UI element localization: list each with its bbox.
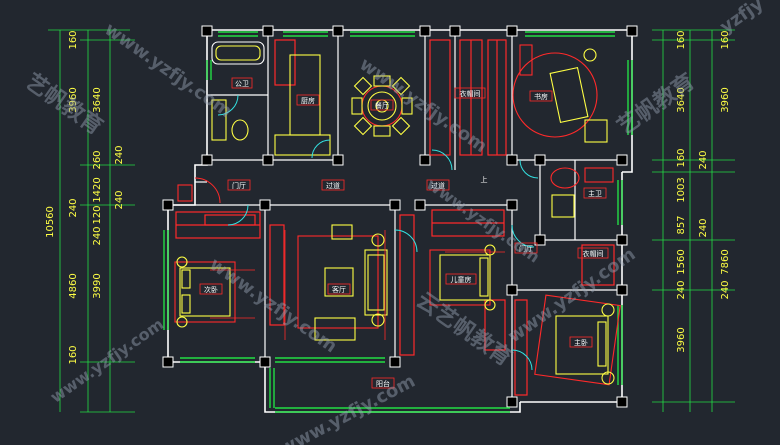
- dim-right-inner-8: 3960: [676, 327, 687, 352]
- dim-left-inner-4: 120: [92, 205, 103, 224]
- dim-right-inner-2: 3640: [676, 87, 687, 112]
- right-dimensions: 160 3640 160 1003 857 1560 240 3960 240 …: [676, 30, 731, 352]
- dim-left-inner-6: 3990: [92, 273, 103, 298]
- dim-right-inner-4: 1003: [676, 177, 687, 202]
- up-mark: 上: [481, 175, 488, 184]
- dim-left-inner-b-2: 240: [114, 190, 125, 209]
- dim-left-inner-3: 1420: [92, 177, 103, 202]
- room-label-yimaojian-right: 衣帽间: [583, 249, 604, 258]
- windows: [163, 31, 633, 413]
- room-label-yangtai: 阳台: [376, 379, 390, 388]
- dim-right-inner-6: 1560: [676, 249, 687, 274]
- dimension-lines: [48, 29, 735, 413]
- room-label-zhuwei: 主卫: [588, 189, 602, 198]
- watermark-url-1: www.yzfjy.com: [100, 19, 235, 123]
- room-label-guodao-left: 过道: [326, 181, 340, 190]
- dim-right-inner-3: 160: [676, 148, 687, 167]
- watermark-url-7: www.yzfjy.com: [423, 174, 543, 266]
- dim-left-inner-2: 260: [92, 150, 103, 169]
- room-label-chufang: 厨房: [301, 96, 315, 105]
- guide-lines: [210, 230, 505, 340]
- room-label-menting: 门厅: [232, 181, 246, 190]
- dim-left-total: 10560: [45, 206, 56, 238]
- room-label-guodao-right: 过道: [431, 181, 445, 190]
- dim-left-2: 3960: [68, 87, 79, 112]
- room-label-shufang: 书房: [534, 92, 548, 101]
- room-label-canting: 餐厅: [375, 101, 389, 110]
- dim-right-inner-5: 857: [676, 215, 687, 234]
- room-label-ertongfang: 儿童房: [451, 275, 472, 284]
- dim-left-5: 160: [68, 345, 79, 364]
- watermark-short: yzfjy: [716, 0, 768, 38]
- room-label-keting: 客厅: [332, 285, 346, 294]
- dim-right-outer-2: 3960: [720, 87, 731, 112]
- dim-left-3: 240: [68, 198, 79, 217]
- dim-right-outer-3: 240: [720, 280, 731, 299]
- wall-pillars: [162, 25, 638, 408]
- dim-right-inner-b-2: 240: [698, 218, 709, 237]
- room-label-gongwei: 公卫: [235, 80, 249, 88]
- room-label-zhuwo: 主卧: [574, 338, 588, 347]
- watermark-url-5: www.yzfjy.com: [47, 314, 167, 406]
- dim-right-outer-4: 7860: [720, 249, 731, 274]
- cabinets: [175, 39, 615, 396]
- room-labels: 公卫 厨房 餐厅 衣帽间 书房 门厅 过道 过道 上 主卫 次卧 客厅 儿童房 …: [199, 77, 609, 389]
- inner-walls: [168, 30, 622, 402]
- dim-right-inner-1: 160: [676, 30, 687, 49]
- room-label-cimo: 次卧: [204, 285, 218, 294]
- doors: [194, 94, 539, 371]
- dim-left-inner-5: 240: [92, 226, 103, 245]
- dim-left-inner-1: 3640: [92, 87, 103, 112]
- furniture: [174, 41, 621, 386]
- dim-left-inner-b-1: 240: [114, 145, 125, 164]
- dim-right-outer-1: 160: [720, 30, 731, 49]
- dim-left-4: 4860: [68, 273, 79, 298]
- left-dimensions: 10560 160 3960 240 4860 160 3640 260 142…: [45, 30, 125, 364]
- watermark-url-3: www.yzfjy.com: [205, 254, 340, 358]
- dim-left-1: 160: [68, 30, 79, 49]
- watermarks: www.yzfjy.com www.yzfjy.com www.yzfjy.co…: [21, 0, 768, 445]
- dim-right-inner-7: 240: [676, 280, 687, 299]
- room-label-menting-right: 门厅: [519, 244, 533, 253]
- dim-right-inner-b-1: 240: [698, 150, 709, 169]
- room-label-yimaojian-top: 衣帽间: [460, 89, 481, 98]
